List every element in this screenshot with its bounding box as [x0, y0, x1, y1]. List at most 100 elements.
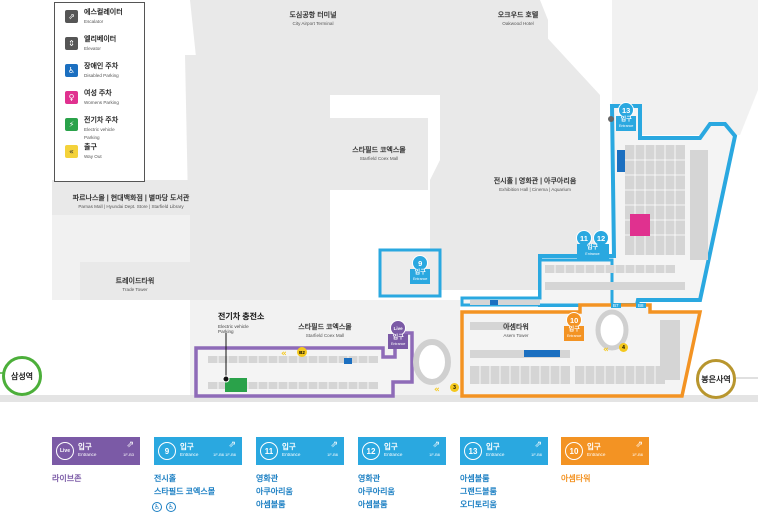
- destination-item[interactable]: 그랜드볼룸: [460, 487, 497, 496]
- label-coex-mall-south: 스타필드 코엑스몰 Starfield Coex Mall: [282, 322, 368, 338]
- entrance-number: Live: [56, 442, 74, 460]
- womens-stall: [630, 214, 650, 236]
- destination-item[interactable]: 아셈볼룸: [460, 474, 490, 483]
- destination-item[interactable]: 아쿠아리움: [256, 487, 293, 496]
- svg-text:«: «: [603, 345, 609, 355]
- entrance-number: 12: [362, 442, 380, 460]
- label-en: City Airport Terminal: [292, 21, 334, 26]
- marker-label: 입구: [620, 117, 632, 123]
- label-en: Starfield Coex Mall: [305, 333, 345, 338]
- destination-item[interactable]: 아셈볼룸: [358, 500, 388, 509]
- elevator-icon: ⇕: [65, 37, 78, 50]
- marker-label: 입구: [392, 335, 404, 341]
- zone-code-b7: B7: [611, 303, 621, 308]
- legend-sublabel: Way Out: [84, 154, 102, 159]
- label-ko: 스타필드 코엑스몰: [298, 324, 352, 331]
- station-bongeunsa[interactable]: 봉은사역: [696, 359, 736, 399]
- label-oakwood-hotel: 오크우드 호텔 Oakwood Hotel: [478, 10, 558, 26]
- legend-sublabel: Womens Parking: [84, 100, 119, 105]
- destination-item[interactable]: 영화관: [358, 474, 381, 483]
- entrance-destinations: 라이브존: [52, 472, 81, 485]
- escalator-icon: ⇗1F-B3: [123, 440, 134, 458]
- zone-code-b8: B8: [636, 303, 646, 308]
- legend-label: 엘리베이터: [84, 36, 117, 43]
- label-en: Oakwood Hotel: [502, 21, 534, 26]
- entrance-label: 입구: [587, 442, 601, 451]
- marker-label: 입구: [414, 270, 426, 276]
- ramp: [413, 339, 451, 385]
- destination-item[interactable]: 라이브존: [52, 474, 82, 483]
- floor-range: 1F-B6: [531, 452, 542, 457]
- destination-item[interactable]: 전시홀: [154, 474, 177, 483]
- label-en: Parnas Mall | Hyundai Dept. Store | Star…: [78, 204, 184, 209]
- label-ko: 스타필드 코엑스몰: [352, 147, 406, 154]
- entrance-label: 입구: [486, 442, 500, 451]
- entrance-label: 입구: [78, 442, 92, 451]
- entrance-sublabel: Entrance: [384, 452, 403, 457]
- escalator-icon: ⇗1F-B6 1F-B6: [213, 440, 236, 458]
- destination-item[interactable]: 아셈볼룸: [256, 500, 286, 509]
- floor-range: 1F-B6: [327, 452, 338, 457]
- building-parnas-strip: [52, 180, 190, 215]
- legend-sublabel: Escalator: [84, 19, 104, 24]
- destination-item[interactable]: 아셈타워: [561, 474, 591, 483]
- marker-sublabel: Entrance: [585, 252, 600, 256]
- label-ko: 도심공항 터미널: [289, 12, 337, 19]
- marker-label: 입구: [568, 327, 580, 333]
- disabled-stall: [617, 150, 625, 172]
- legend-sublabel: Electric vehicle Parking: [84, 127, 115, 140]
- escalator-icon: ⇗1F-B6: [531, 440, 542, 458]
- building-exhibition: [430, 30, 600, 290]
- legend-label: 전기차 주차: [84, 117, 119, 124]
- entrance-number: 13: [464, 442, 482, 460]
- legend-label: 출구: [84, 144, 97, 151]
- elevator-access-icon: ♿: [152, 502, 162, 512]
- entrance-destinations: 아셈타워: [561, 472, 590, 485]
- exit-3-badge: 3: [450, 383, 459, 392]
- disabled-access-icon: ♿: [166, 502, 176, 512]
- label-parnas-mall: 파르나스몰 | 현대백화점 | 별마당 도서관 Parnas Mall | Hy…: [52, 193, 210, 209]
- destination-item[interactable]: 스타필드 코엑스몰: [154, 487, 216, 496]
- station-samseong[interactable]: 삼성역: [2, 356, 42, 396]
- floor-range: 1F-B6: [429, 452, 440, 457]
- escalator-icon: ⇗1F-B6: [632, 440, 643, 458]
- legend-label: 에스컬레이터: [84, 9, 123, 16]
- floor-range: 1F-B6 1F-B6: [213, 452, 236, 457]
- entrance-sublabel: Entrance: [78, 452, 97, 457]
- legend-sublabel: Disabled Parking: [84, 73, 119, 78]
- escalator-icon: ⇗1F-B6: [429, 440, 440, 458]
- destination-item[interactable]: 오디토리움: [460, 500, 497, 509]
- destination-item[interactable]: 아쿠아리움: [358, 487, 395, 496]
- label-en: Electric vehicle Parking: [218, 324, 249, 334]
- entrance-number: 10: [565, 442, 583, 460]
- zone-purple-coex: [194, 331, 414, 398]
- label-ko: 오크우드 호텔: [497, 12, 539, 19]
- entrance-sublabel: Entrance: [282, 452, 301, 457]
- destination-item[interactable]: 영화관: [256, 474, 279, 483]
- building-north-mall: [185, 55, 330, 300]
- marker-sublabel: Entrance: [619, 124, 634, 128]
- label-en: Trade Tower: [122, 287, 148, 292]
- floor-code-b2: B2: [297, 347, 307, 357]
- label-city-airport-terminal: 도심공항 터미널 City Airport Terminal: [258, 10, 368, 26]
- svg-text:«: «: [434, 385, 440, 395]
- label-ko: 파르나스몰 | 현대백화점 | 별마당 도서관: [72, 195, 190, 202]
- svg-text:«: «: [281, 349, 287, 359]
- disabled-parking-icon: ♿: [65, 64, 78, 77]
